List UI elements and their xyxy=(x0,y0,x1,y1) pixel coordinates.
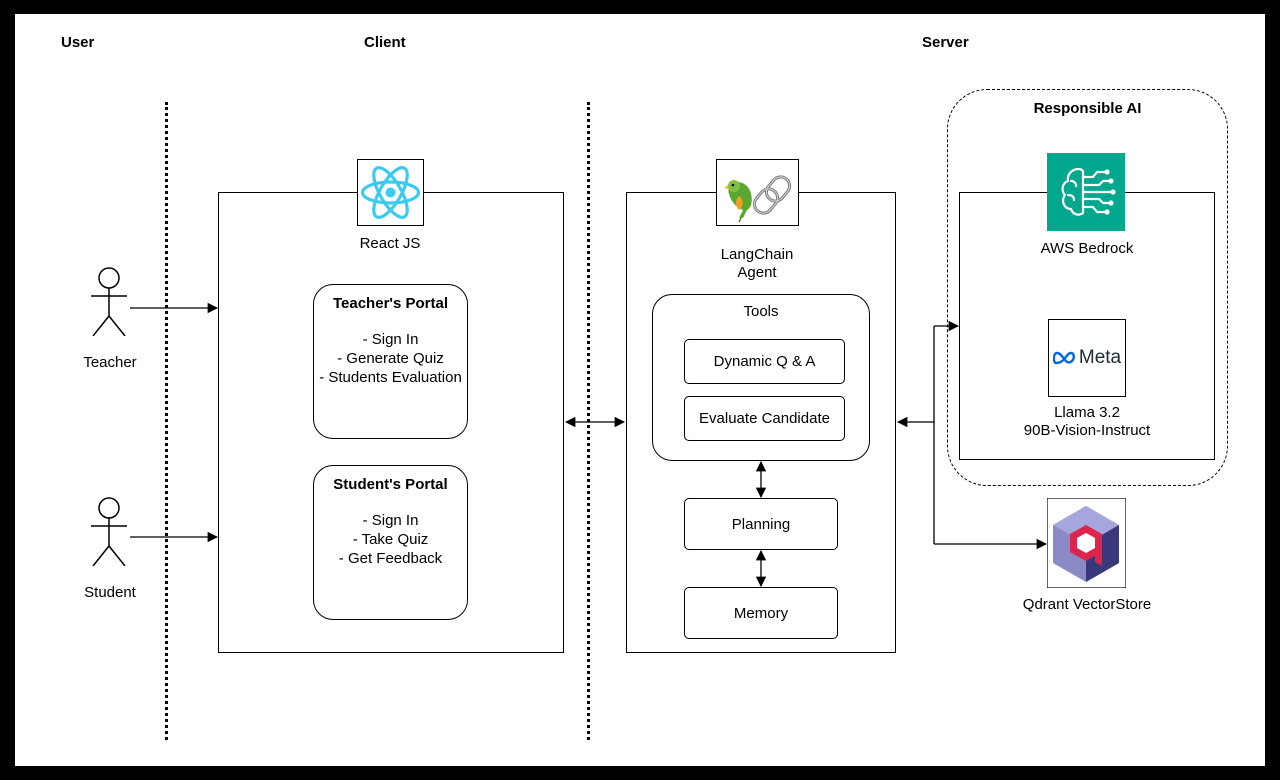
actor-teacher-label: Teacher xyxy=(83,354,137,371)
react-frame xyxy=(357,159,424,226)
tool-evaluate-candidate: Evaluate Candidate xyxy=(684,396,845,441)
teacher-feature-item: - Students Evaluation xyxy=(319,369,462,386)
teacher-feature-item: - Generate Quiz xyxy=(337,350,444,367)
section-server: Server xyxy=(922,34,969,51)
llama-label: Llama 3.2 90B-Vision-Instruct xyxy=(987,404,1187,440)
teacher-portal-features: - Sign In - Generate Quiz - Students Eva… xyxy=(314,330,467,387)
qdrant-frame xyxy=(1046,497,1127,589)
langchain-label-line1: LangChain xyxy=(720,246,794,263)
llama-label-line2: 90B-Vision-Instruct xyxy=(1023,422,1151,439)
responsible-ai-boundary xyxy=(947,89,1228,486)
memory-box: Memory xyxy=(684,587,838,639)
student-feature-item: - Sign In xyxy=(362,512,419,529)
tools-title: Tools xyxy=(743,303,779,320)
aws-bedrock-label: AWS Bedrock xyxy=(1040,240,1134,257)
teacher-portal-box: Teacher's Portal - Sign In - Generate Qu… xyxy=(313,284,468,439)
langchain-agent-label: LangChain Agent xyxy=(697,246,817,282)
teacher-portal-title: Teacher's Portal xyxy=(332,295,448,312)
meta-wordmark: Meta xyxy=(1078,347,1122,368)
langchain-frame xyxy=(716,159,799,226)
student-feature-item: - Get Feedback xyxy=(338,550,443,567)
teacher-stick-figure-icon xyxy=(91,267,127,336)
meta-frame: Meta xyxy=(1048,319,1126,397)
student-feature-item: - Take Quiz xyxy=(352,531,429,548)
connector-lines xyxy=(130,302,1048,588)
qdrant-label: Qdrant VectorStore xyxy=(1022,596,1152,613)
llama-label-line1: Llama 3.2 xyxy=(1054,404,1120,421)
responsible-ai-title: Responsible AI xyxy=(1033,100,1142,117)
architecture-diagram: User Client Server Teacher Student React xyxy=(15,14,1265,766)
tool-dynamic-qa: Dynamic Q & A xyxy=(684,339,845,384)
parrot-chain-icon xyxy=(724,175,792,223)
react-atom-icon xyxy=(360,166,421,219)
brain-circuit-icon xyxy=(1047,153,1125,231)
section-client: Client xyxy=(364,34,406,51)
student-portal-title: Student's Portal xyxy=(333,476,448,493)
langchain-label-line2: Agent xyxy=(737,264,777,281)
lane-divider-user-client xyxy=(165,102,168,740)
qdrant-cube-icon xyxy=(1046,497,1127,589)
student-stick-figure-icon xyxy=(91,497,127,566)
react-label: React JS xyxy=(359,235,421,252)
student-portal-box: Student's Portal - Sign In - Take Quiz -… xyxy=(313,465,468,620)
actor-student-label: Student xyxy=(84,584,136,601)
planning-box: Planning xyxy=(684,498,838,550)
student-portal-features: - Sign In - Take Quiz - Get Feedback xyxy=(314,511,467,568)
meta-infinity-icon xyxy=(1052,351,1075,365)
section-user: User xyxy=(61,34,95,51)
teacher-feature-item: - Sign In xyxy=(362,331,419,348)
